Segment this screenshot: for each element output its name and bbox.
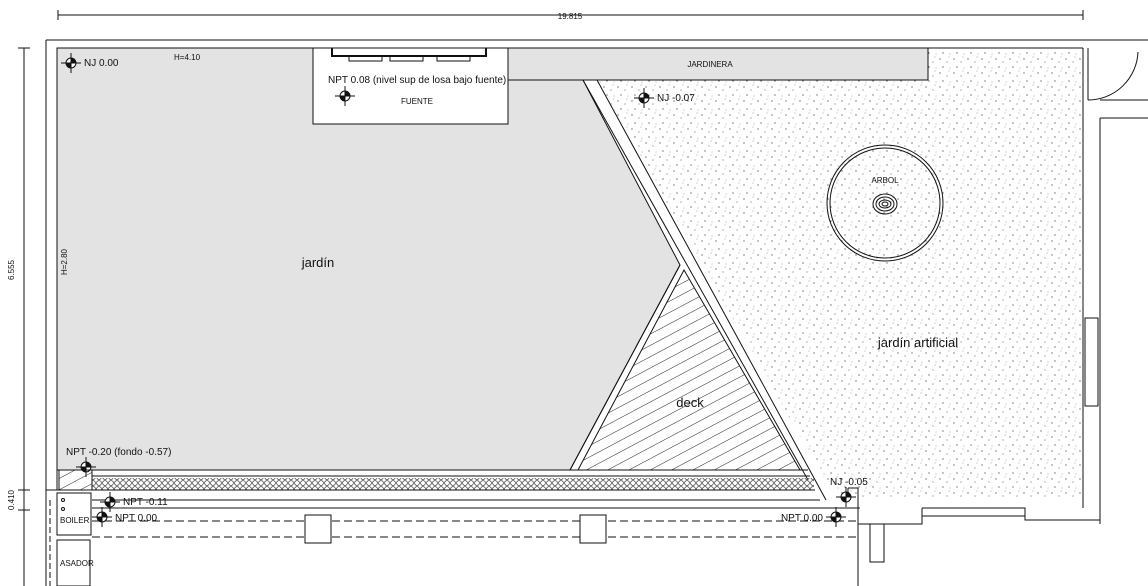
- deck-label: deck: [676, 395, 704, 410]
- fountain: [312, 47, 509, 125]
- level-nj-005: NJ -0.05: [830, 477, 868, 488]
- level-nj-007: NJ -0.07: [657, 93, 695, 104]
- boiler-label: BOILER: [60, 516, 90, 525]
- tree-label: ARBOL: [871, 176, 899, 185]
- height-dimension: 6.555: [7, 259, 16, 280]
- level-marker-icon: [91, 506, 113, 528]
- artificial-garden-label: jardín artificial: [877, 335, 958, 350]
- width-dimension: 19.815: [558, 12, 583, 21]
- tree: [826, 144, 944, 262]
- level-marker-icon: [825, 506, 847, 528]
- level-npt-011: NPT -0.11: [123, 497, 168, 508]
- fountain-label: FUENTE: [401, 97, 433, 106]
- left-dimension: [18, 47, 30, 586]
- grill-label: ASADOR: [60, 559, 94, 568]
- strip-dimension: 0.410: [7, 489, 16, 510]
- fountain-level-label: NPT 0.08 (nivel sup de losa bajo fuente): [328, 75, 506, 86]
- top-dimension: [57, 10, 1084, 20]
- height-280-label: H=2.80: [60, 248, 69, 275]
- perimeter-strips: [46, 469, 1100, 586]
- planter: [507, 47, 929, 81]
- diagonal-walkway: [569, 79, 827, 501]
- garden-label: jardín: [301, 255, 335, 270]
- planter-label: JARDINERA: [687, 60, 733, 69]
- level-marker-icon: [99, 491, 121, 513]
- level-npt-000-left: NPT 0.00: [115, 513, 157, 524]
- level-nj-000: NJ 0.00: [84, 58, 119, 69]
- level-npt-000-right: NPT 0.00: [781, 513, 823, 524]
- boiler-box: [56, 492, 92, 586]
- height-410-label: H=4.10: [174, 53, 201, 62]
- artificial-turf-area: [597, 48, 1083, 500]
- level-npt-fondo: NPT -0.20 (fondo -0.57): [66, 447, 171, 458]
